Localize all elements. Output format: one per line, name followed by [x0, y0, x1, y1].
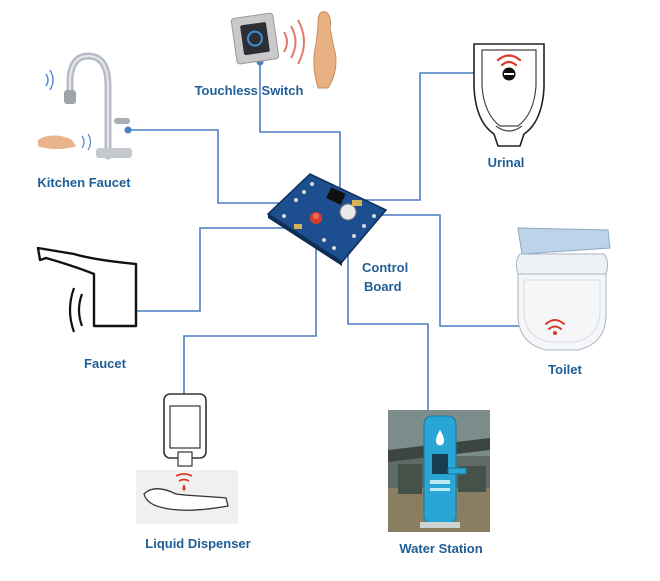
wire-endpoint: [124, 126, 132, 134]
label-control-board-line1: Control: [362, 260, 409, 275]
label-control-board-line2: Board: [364, 279, 402, 294]
urinal-image: [473, 43, 545, 147]
wifi-sensor-icon: [175, 473, 193, 482]
wifi-sensor-icon: [545, 319, 565, 330]
water-station-image: [388, 410, 490, 532]
hand-icon: [313, 11, 337, 89]
touchless-switch-image: [230, 11, 337, 89]
label-urinal: Urinal: [487, 155, 525, 170]
wire-water-station: [347, 236, 429, 420]
liquid-dispenser-image: [136, 393, 238, 524]
control-board-image: [266, 173, 388, 266]
toilet-image: [515, 227, 611, 351]
wifi-sensor-icon: [496, 54, 522, 67]
wire-liquid-dispenser: [183, 232, 317, 440]
hand-icon: [143, 488, 229, 511]
wire-toilet: [375, 214, 540, 327]
hand-icon: [38, 135, 76, 149]
label-touchless-switch: Touchless Switch: [194, 83, 304, 98]
label-water-station: Water Station: [399, 541, 483, 556]
wire-urinal: [352, 72, 508, 201]
label-faucet: Faucet: [84, 356, 126, 371]
label-toilet: Toilet: [548, 362, 582, 377]
kitchen-faucet-image: [38, 52, 132, 160]
label-liquid-dispenser: Liquid Dispenser: [145, 536, 251, 551]
wire-touchless-switch: [259, 62, 341, 198]
wire-kitchen-faucet: [128, 129, 300, 204]
label-kitchen-faucet: Kitchen Faucet: [37, 175, 131, 190]
wire-faucet: [107, 227, 300, 312]
faucet-image: [36, 246, 138, 333]
